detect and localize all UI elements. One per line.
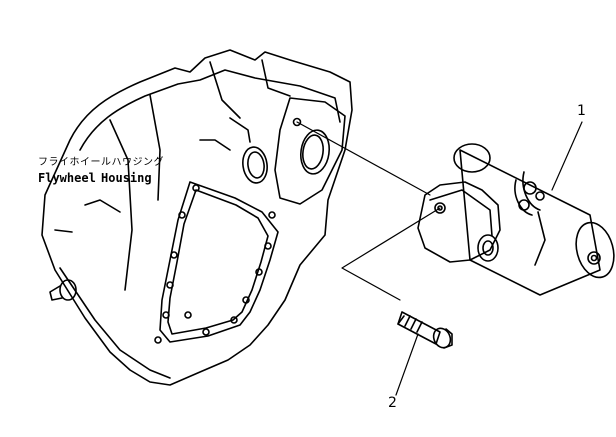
leader-line-1 (551, 121, 583, 191)
mounting-bolt (397, 311, 453, 349)
callout-number-2: 2 (388, 395, 397, 411)
flywheel-housing-label-jp: フライホイールハウジング (38, 157, 164, 168)
callout-number-1: 1 (577, 103, 586, 119)
assembly-lines (296, 121, 583, 396)
flywheel-housing-label: Flywheel Housing (38, 171, 152, 185)
leader-line-2 (395, 333, 419, 396)
starter-motor (417, 143, 615, 296)
flywheel-housing (41, 49, 353, 386)
